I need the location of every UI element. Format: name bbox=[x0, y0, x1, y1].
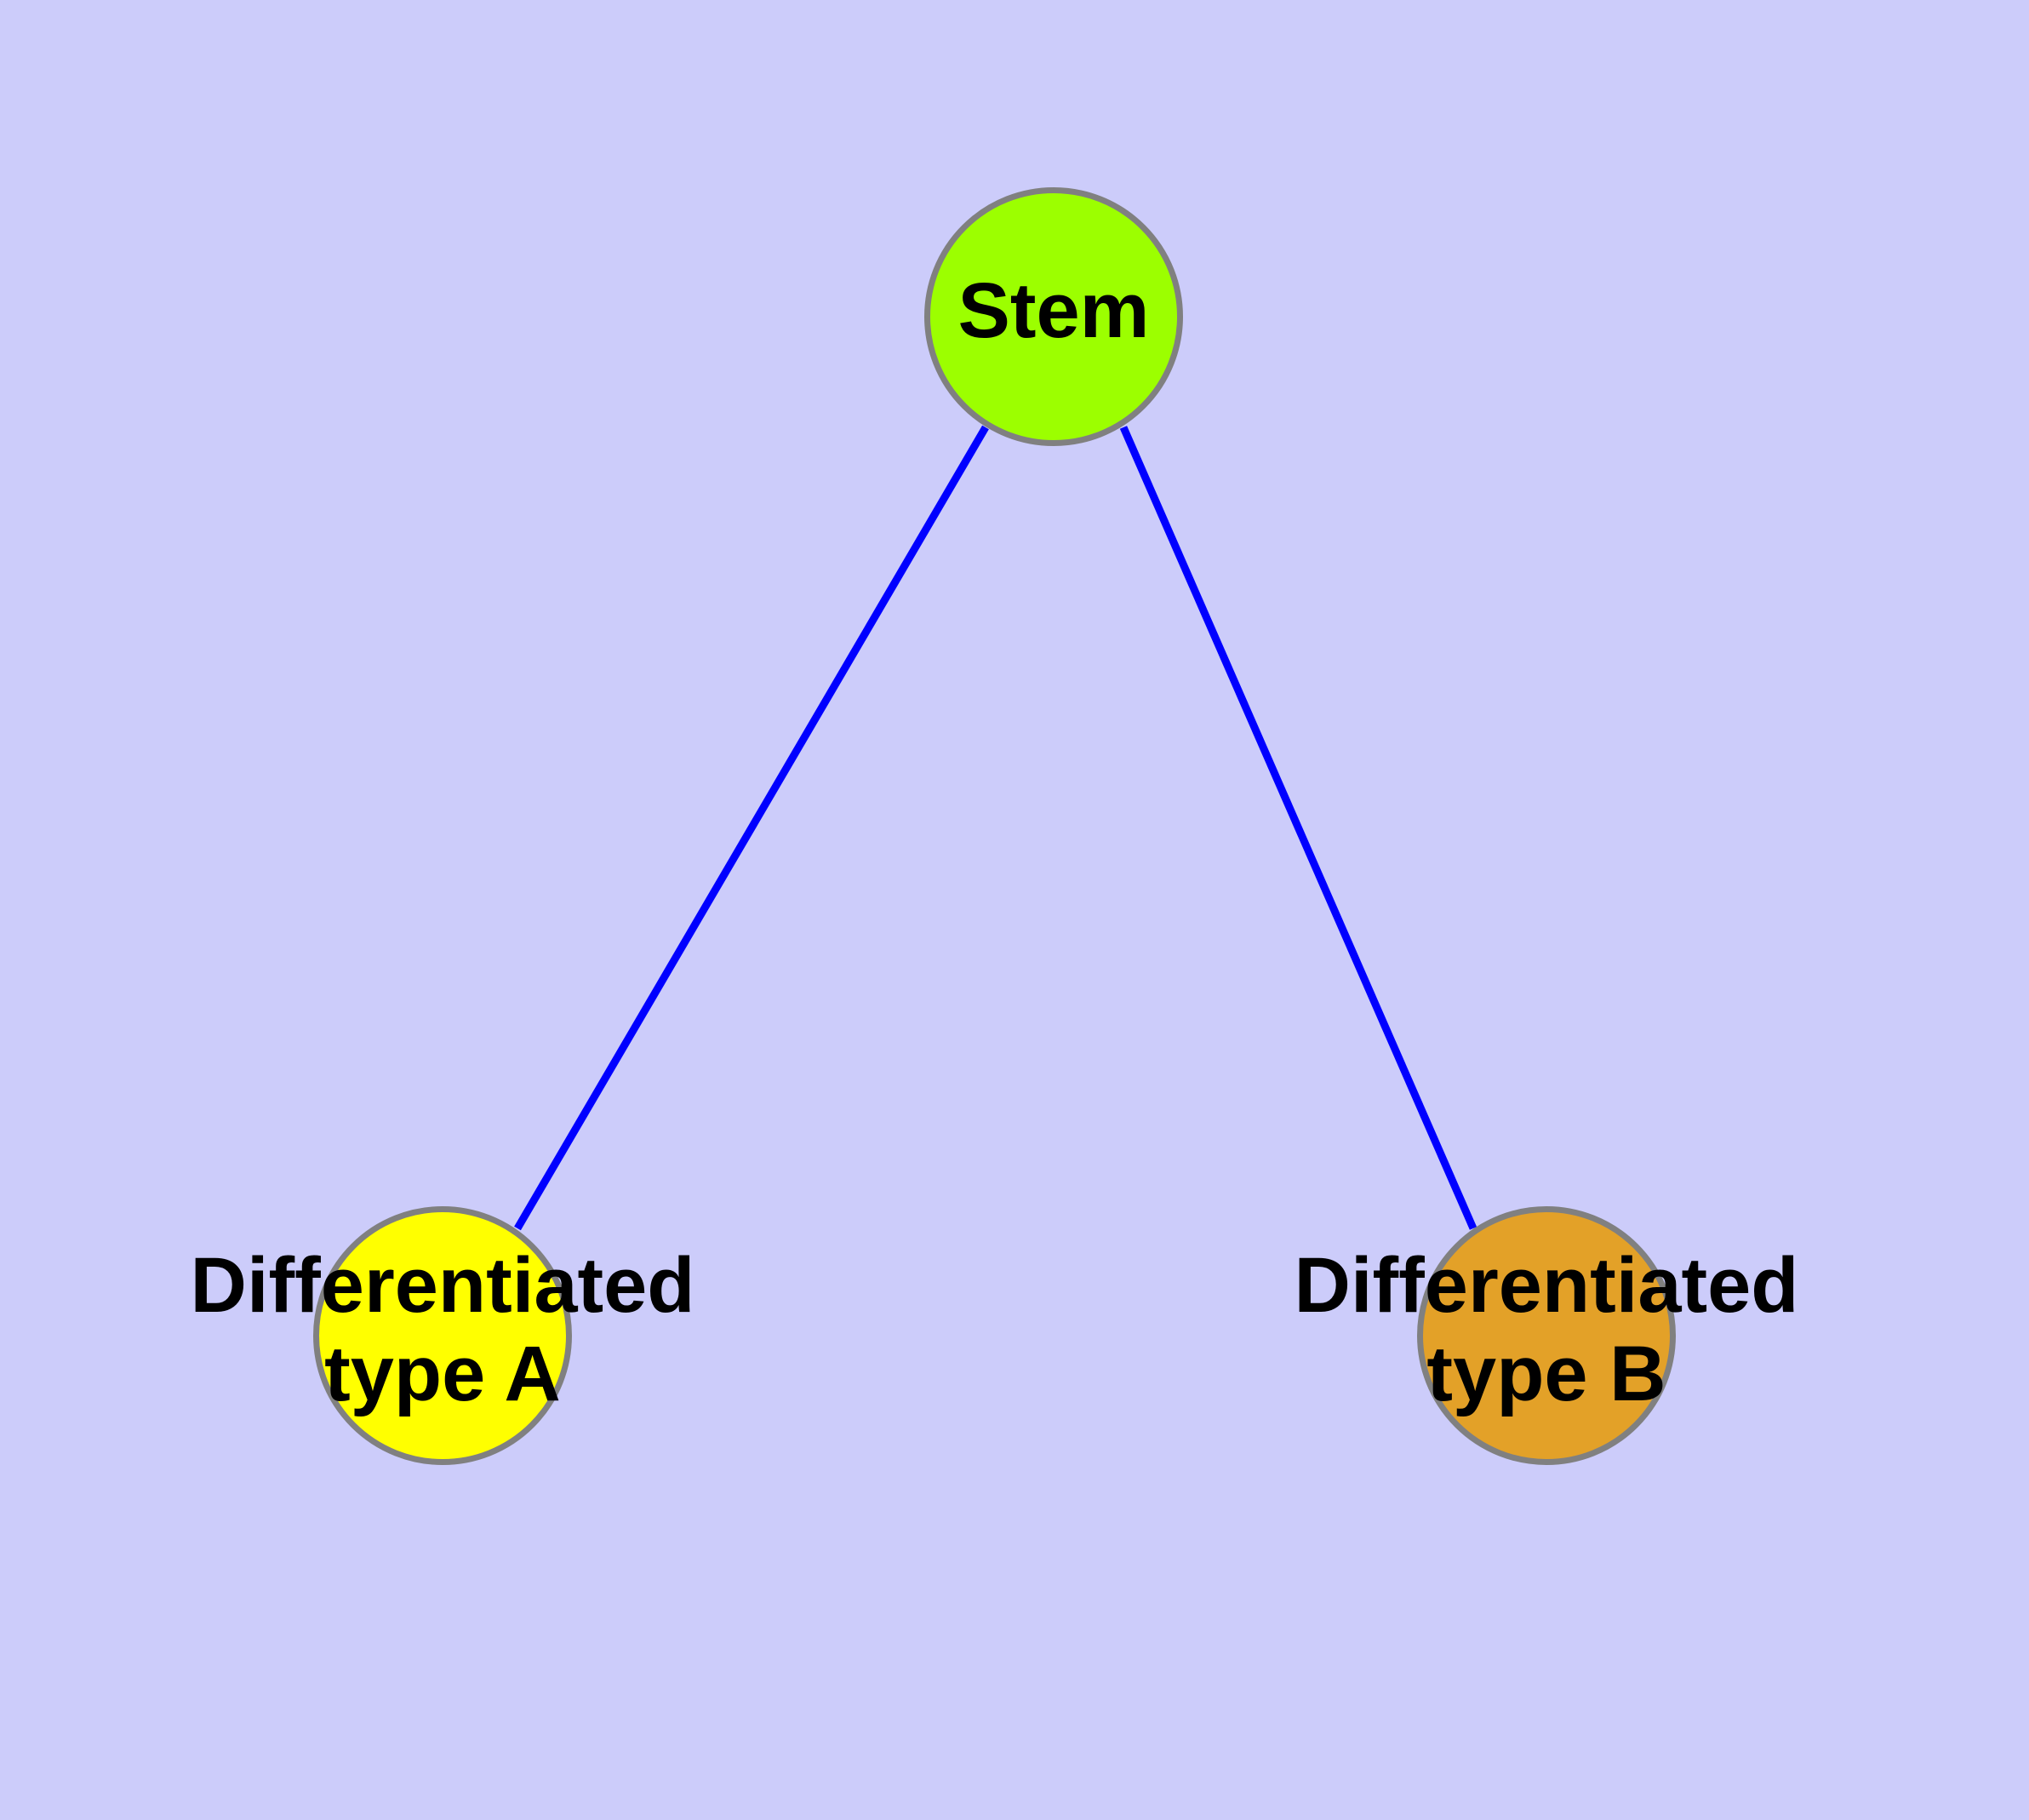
edge-layer bbox=[514, 425, 1477, 1231]
graph-node-label-line: Differentiated bbox=[191, 1242, 695, 1329]
graph-node-label-line: Stem bbox=[958, 267, 1150, 354]
graph-edge-stem-to-diff-a bbox=[514, 425, 989, 1231]
graph-edge-stem-to-diff-b bbox=[1119, 426, 1477, 1230]
graph-node-label-stem: Stem bbox=[958, 267, 1150, 354]
graph-node-label-line: type A bbox=[324, 1331, 561, 1417]
node-layer bbox=[313, 187, 1676, 1465]
graph-node-label-line: type B bbox=[1426, 1331, 1666, 1417]
graph-node-diff-a[interactable] bbox=[313, 1206, 572, 1465]
graph-node-stem[interactable] bbox=[924, 187, 1183, 446]
graph-node-diff-b[interactable] bbox=[1417, 1206, 1676, 1465]
graph-node-label-line: Differentiated bbox=[1295, 1242, 1799, 1329]
